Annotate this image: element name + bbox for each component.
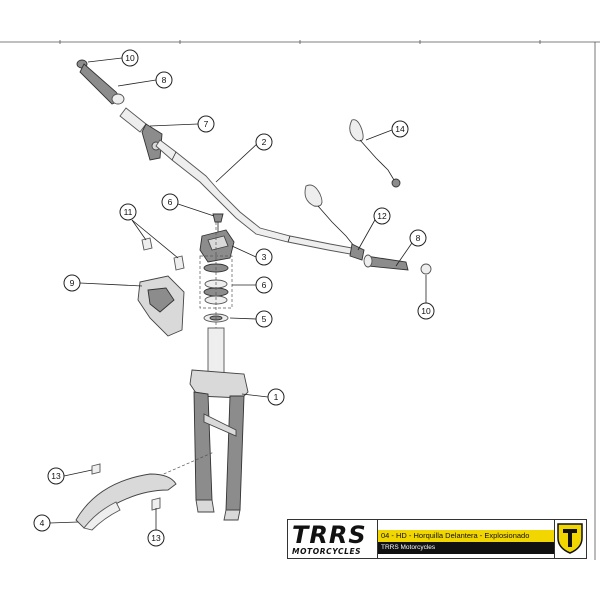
drawing-title: 04 - HD - Horquilla Delantera - Explosio… xyxy=(381,531,530,540)
handlebar xyxy=(155,139,353,255)
stem-clamp xyxy=(199,229,235,263)
title-block: TRRS MOTORCYCLES 04 - HD - Horquilla Del… xyxy=(287,519,587,559)
callout-label: 10 xyxy=(125,53,135,63)
callout-11: 11 xyxy=(119,203,137,221)
callout-label: 9 xyxy=(70,278,75,288)
callout-9: 9 xyxy=(63,274,81,292)
callout-5: 5 xyxy=(255,310,273,328)
company-bar: TRRS Motorcycles xyxy=(378,542,554,554)
callout-8-right: 8 xyxy=(409,229,427,247)
drawing-title-bar: 04 - HD - Horquilla Delantera - Explosio… xyxy=(378,530,554,542)
callout-6-top: 6 xyxy=(161,193,179,211)
callout-label: 13 xyxy=(51,471,61,481)
front-fork xyxy=(189,327,249,521)
company-name: TRRS Motorcycles xyxy=(381,544,436,551)
callout-label: 3 xyxy=(262,252,267,262)
callout-14: 14 xyxy=(391,120,409,138)
switch-lanyard xyxy=(304,184,365,261)
callout-12: 12 xyxy=(373,207,391,225)
callout-label: 7 xyxy=(204,119,209,129)
logo-subtitle: MOTORCYCLES xyxy=(292,547,362,556)
grip-left xyxy=(79,63,125,105)
callout-3: 3 xyxy=(255,248,273,266)
callout-1: 1 xyxy=(267,388,285,406)
callout-2: 2 xyxy=(255,133,273,151)
brake-hose-clips xyxy=(141,237,185,271)
logo-wordmark: TRRS xyxy=(292,521,367,549)
kill-switch-lanyard xyxy=(349,119,401,188)
stem-bolt xyxy=(212,213,224,232)
callout-10-right: 10 xyxy=(417,302,435,320)
callout-label: 6 xyxy=(262,280,267,290)
callout-label: 8 xyxy=(162,75,167,85)
callout-label: 8 xyxy=(416,233,421,243)
shield-icon xyxy=(557,523,583,554)
callout-label: 11 xyxy=(124,207,133,217)
callout-label: 5 xyxy=(262,314,267,324)
bar-end-cap-right xyxy=(420,263,432,275)
fender-stickers xyxy=(91,463,161,511)
callout-label: 10 xyxy=(421,306,431,316)
callout-7: 7 xyxy=(197,115,215,133)
callout-label: 1 xyxy=(274,392,279,402)
callout-label: 14 xyxy=(395,124,405,134)
callout-label: 4 xyxy=(40,518,45,528)
throttle-assembly xyxy=(119,107,163,161)
callout-13-bottom: 13 xyxy=(147,529,165,547)
front-fender xyxy=(75,473,177,531)
callout-4: 4 xyxy=(33,514,51,532)
callout-label: 13 xyxy=(151,533,161,543)
number-plate xyxy=(137,275,185,337)
brand-logo: TRRS MOTORCYCLES xyxy=(288,520,378,558)
callout-label: 6 xyxy=(168,197,173,207)
callout-label: 2 xyxy=(262,137,267,147)
callout-13-top: 13 xyxy=(47,467,65,485)
grip-right xyxy=(363,254,409,271)
callout-label: 12 xyxy=(377,211,387,221)
frame-ticks xyxy=(59,40,541,44)
brand-emblem-icon xyxy=(554,520,586,558)
leader-lines xyxy=(49,57,427,530)
callout-8-left: 8 xyxy=(155,71,173,89)
callout-6-bottom: 6 xyxy=(255,276,273,294)
callout-10-left: 10 xyxy=(121,49,139,67)
